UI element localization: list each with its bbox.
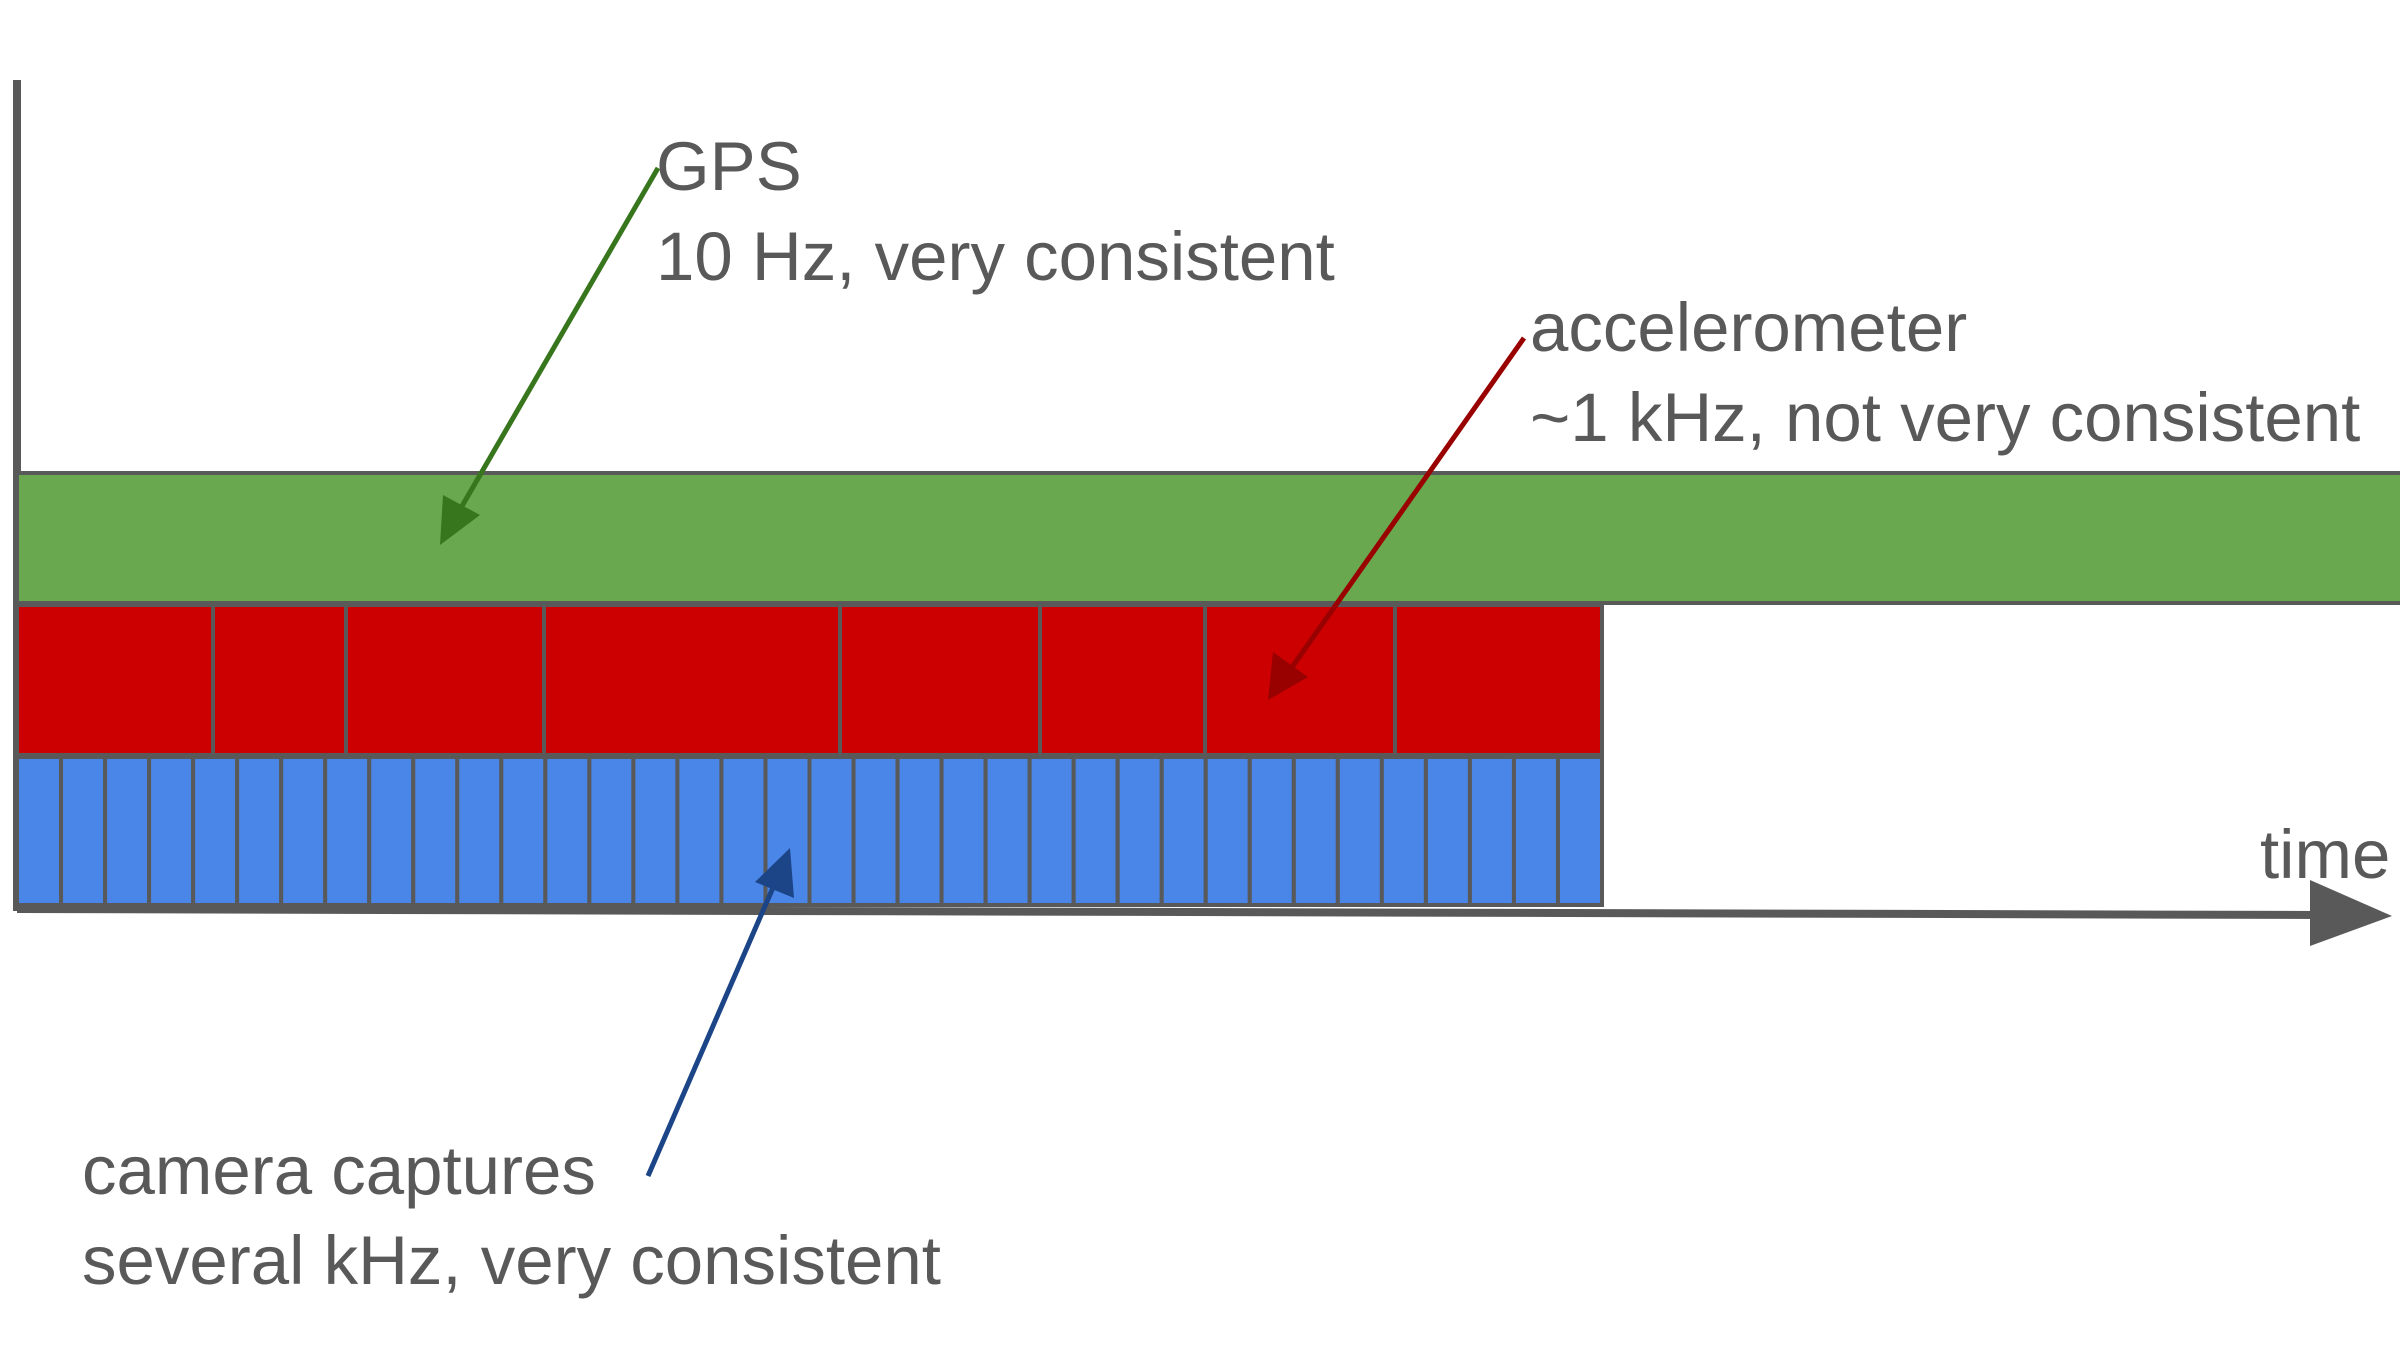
camera-sample [1071,755,1120,907]
camera-sample [1467,755,1516,907]
camera-sample [1291,755,1340,907]
camera-sample [1159,755,1208,907]
gps-pointer-arrow [440,166,661,545]
camera-label: camera captures several kHz, very consis… [82,1126,941,1306]
accelerometer-name: accelerometer [1530,289,1968,366]
accelerometer-samples [15,603,1604,757]
camera-sample [1027,755,1076,907]
camera-sample [631,755,680,907]
camera-sample [323,755,372,907]
accelerometer-sample [344,603,546,757]
camera-sample [103,755,152,907]
time-axis [16,905,2321,919]
camera-sample [851,755,900,907]
camera-sample [59,755,108,907]
camera-sample [675,755,724,907]
time-axis-label: time [2260,810,2390,900]
camera-sample [1247,755,1296,907]
camera-sample [939,755,988,907]
camera-sample [1555,755,1604,907]
accelerometer-sample [211,603,348,757]
gps-sample-bar [15,471,2400,605]
camera-sample [895,755,944,907]
accelerometer-label: accelerometer ~1 kHz, not very consisten… [1530,283,2360,463]
camera-sample [807,755,856,907]
accelerometer-sample [15,603,215,757]
camera-sample [367,755,416,907]
camera-sample [15,755,64,907]
arrow-right-icon [2310,880,2392,946]
camera-name: camera captures [82,1132,596,1209]
accelerometer-pointer-arrow [1268,336,1527,700]
gps-label: GPS 10 Hz, very consistent [656,122,1335,302]
camera-sample [1423,755,1472,907]
accelerometer-rate: ~1 kHz, not very consistent [1530,379,2361,456]
camera-sample [279,755,328,907]
camera-sample [191,755,240,907]
camera-rate: several kHz, very consistent [82,1222,941,1299]
accelerometer-sample [838,603,1042,757]
accelerometer-sample [1393,603,1604,757]
camera-sample [499,755,548,907]
accelerometer-sample [542,603,842,757]
camera-sample [455,755,504,907]
gps-rate: 10 Hz, very consistent [656,218,1335,295]
camera-samples [15,755,1604,907]
accelerometer-sample [1038,603,1207,757]
camera-sample [587,755,636,907]
time-label: time [2260,816,2391,893]
camera-sample [147,755,196,907]
camera-sample [411,755,460,907]
camera-sample [1335,755,1384,907]
camera-pointer-arrow [645,848,794,1177]
camera-sample [1203,755,1252,907]
camera-sample [543,755,592,907]
gps-name: GPS [656,128,802,205]
camera-sample [1115,755,1164,907]
camera-sample [983,755,1032,907]
camera-sample [235,755,284,907]
camera-sample [1511,755,1560,907]
camera-sample [1379,755,1428,907]
